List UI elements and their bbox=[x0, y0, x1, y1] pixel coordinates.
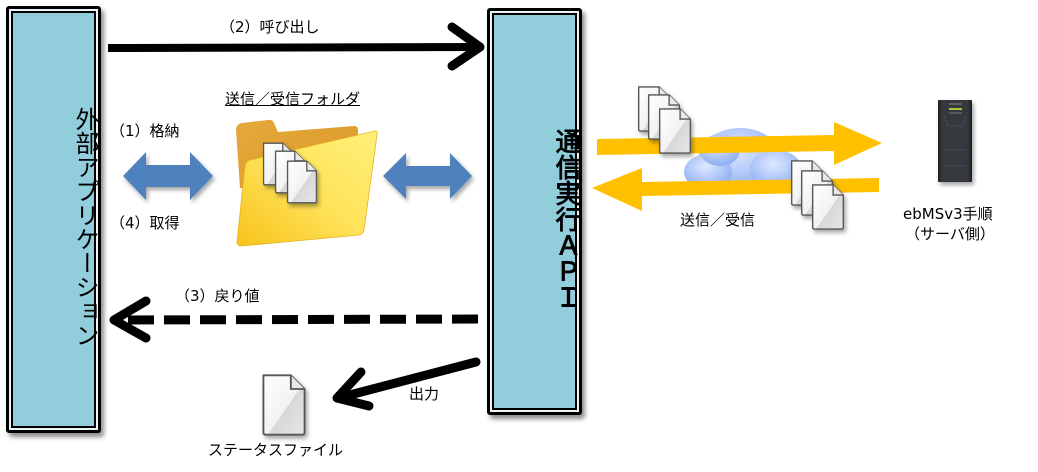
send-receive-label: 送信／受信 bbox=[680, 211, 756, 229]
call-label: （2）呼び出し bbox=[220, 18, 320, 36]
server-label-line1: ebMSv3手順 bbox=[903, 205, 993, 223]
store-retrieve-arrow bbox=[123, 152, 213, 200]
folder-with-documents-icon bbox=[236, 119, 378, 247]
folder-api-arrow bbox=[383, 153, 472, 199]
status-file-icon bbox=[262, 374, 306, 436]
comm-api-block: 通信実行ＡＰＩ bbox=[487, 8, 582, 415]
external-application-block: 外部アプリケーション bbox=[6, 6, 101, 433]
call-arrow bbox=[107, 22, 485, 71]
output-label: 出力 bbox=[409, 385, 440, 403]
external-application-label: 外部アプリケーション bbox=[71, 107, 99, 347]
store-label: （1）格納 bbox=[110, 122, 180, 140]
incoming-documents-icon bbox=[790, 160, 845, 230]
status-file-label: ステータスファイル bbox=[208, 441, 344, 459]
output-arrow bbox=[332, 357, 481, 411]
receive-arrow bbox=[592, 168, 879, 211]
server-label-line2: （サーバ側） bbox=[905, 225, 995, 243]
comm-api-label: 通信実行ＡＰＩ bbox=[551, 128, 581, 310]
send-arrow bbox=[597, 122, 882, 165]
retrieve-label: （4）取得 bbox=[110, 214, 180, 232]
folder-label: 送信／受信フォルダ bbox=[225, 90, 361, 108]
server-tower-icon bbox=[938, 100, 972, 182]
return-value-arrow bbox=[109, 296, 479, 343]
return-value-label: （3）戻り値 bbox=[175, 287, 260, 305]
